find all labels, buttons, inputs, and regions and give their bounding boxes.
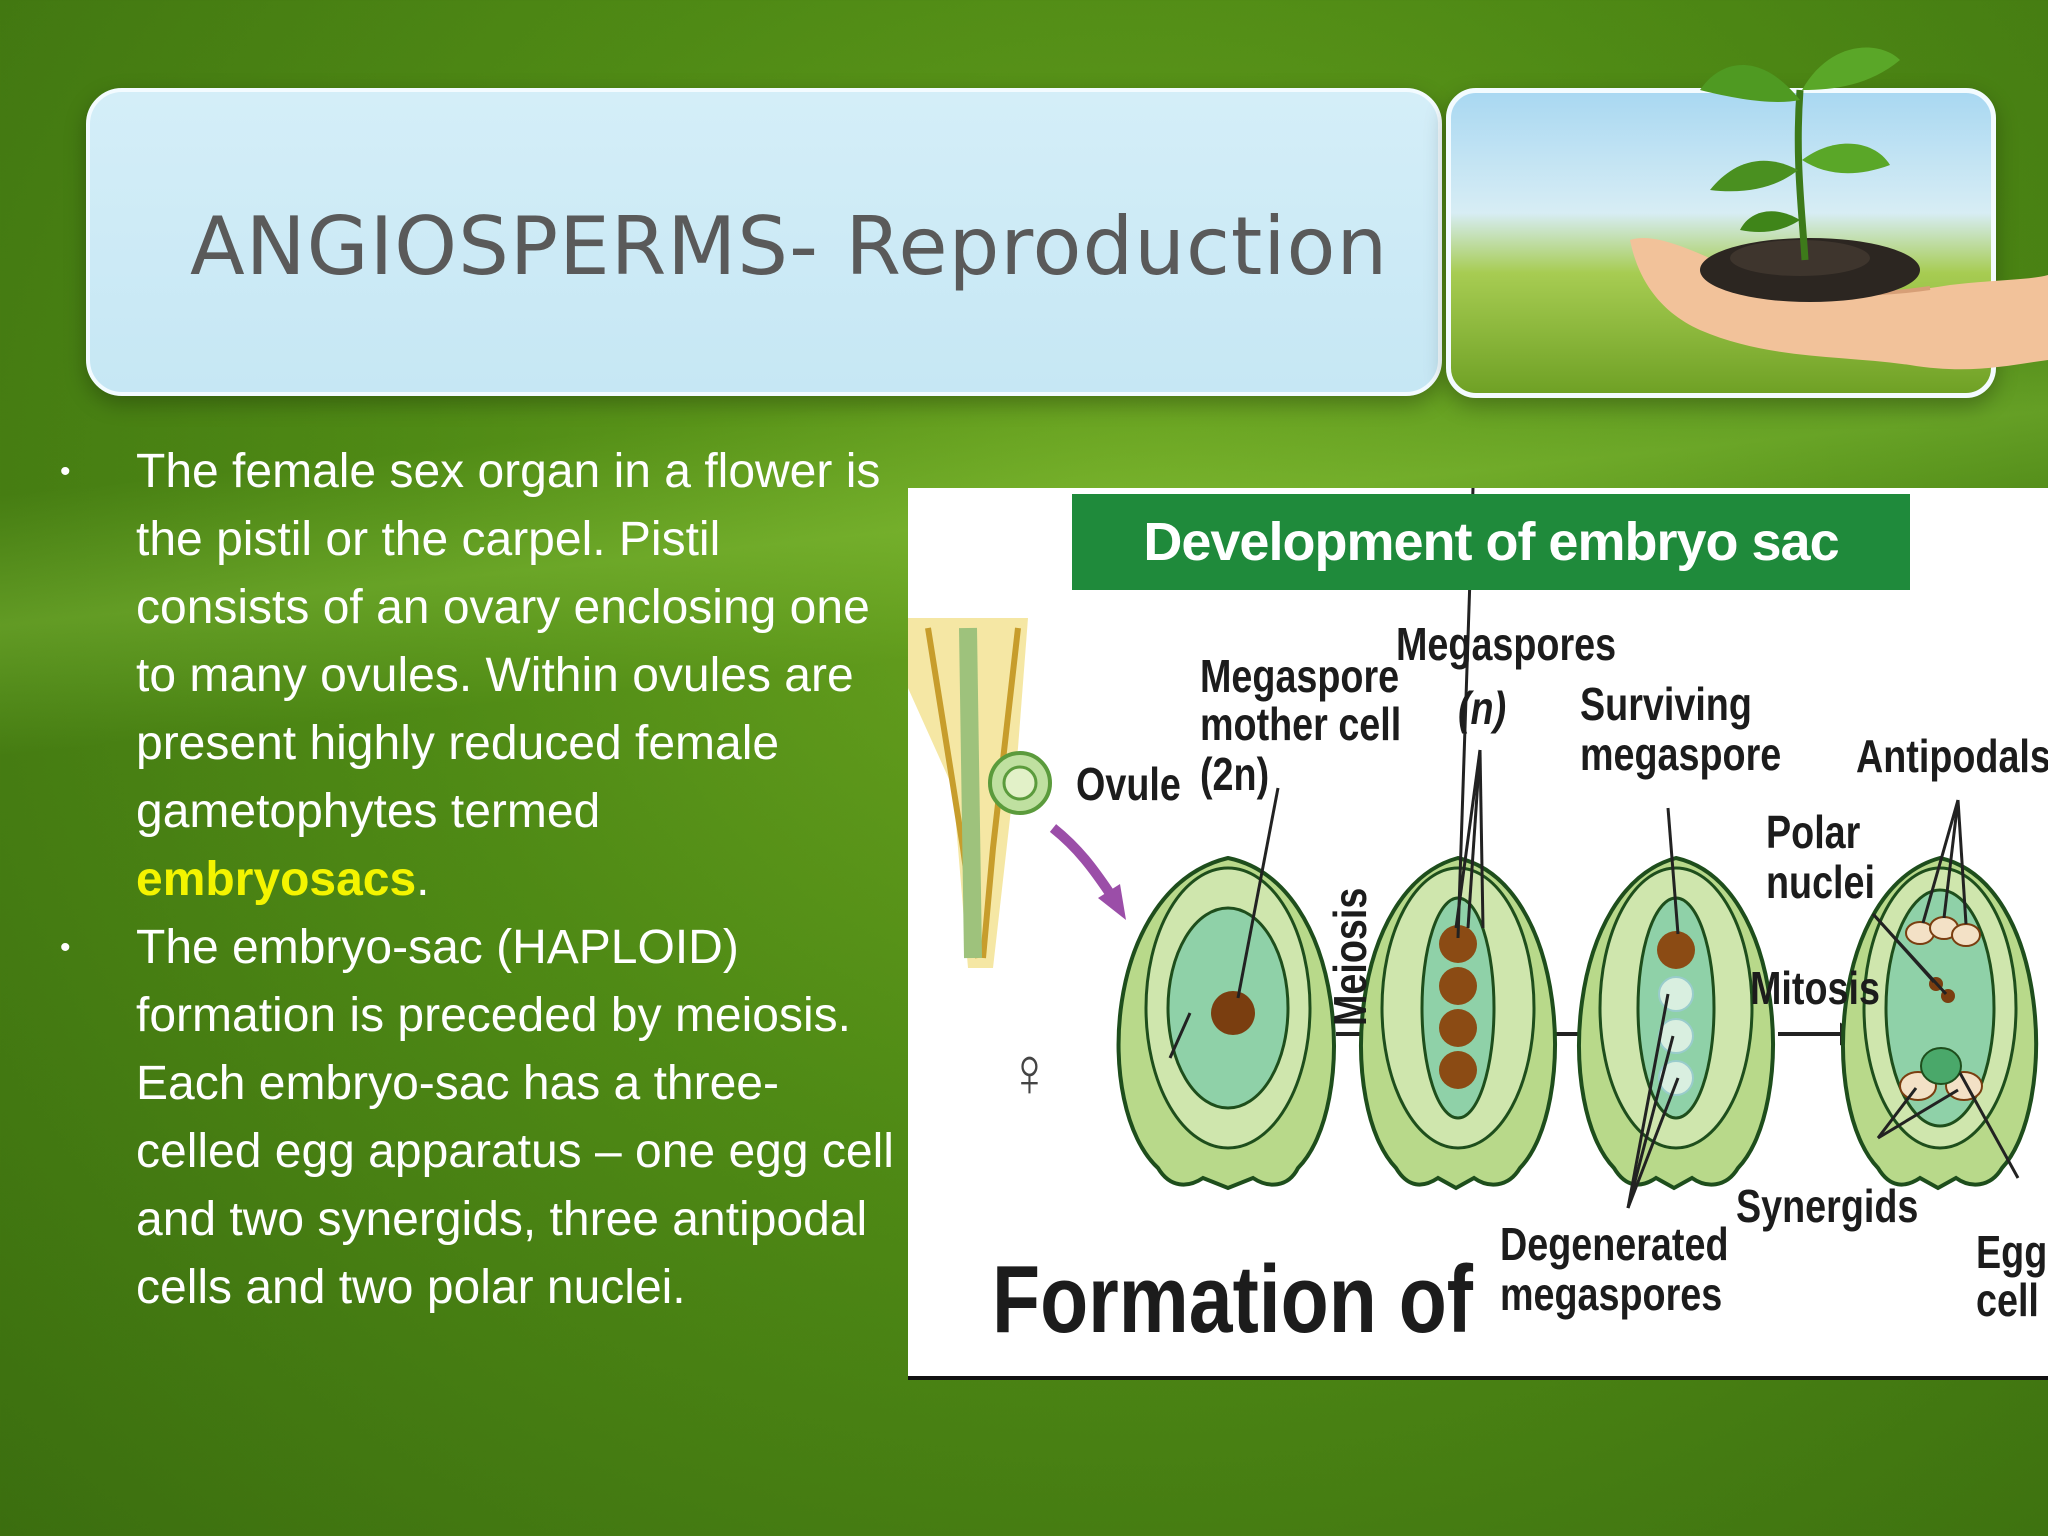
ovule-stage-3 [1577,855,1775,1191]
bullet-text-end: . [416,853,430,906]
seedling-in-hand-image [1630,47,2048,370]
label-formation-of: Formation of [992,1246,1474,1353]
diagram-artwork [908,488,2039,1209]
flower-section [908,618,1126,968]
bullet-text: The embryo-sac (HAPLOID) formation is pr… [136,921,894,1314]
label-cell: cell [1976,1274,2039,1326]
label-ovule: Ovule [1076,758,1181,810]
label-megaspore-2: megaspore [1580,728,1782,780]
ovule-stage-1 [1116,855,1336,1191]
label-2n: (2n) [1200,748,1270,800]
label-megaspores: Megaspores [1396,618,1617,670]
embryo-sac-diagram: Development of embryo sac Megaspore moth… [908,488,2048,1380]
label-polar: Polar [1766,806,1861,858]
ovule-stage-4 [1841,855,2039,1191]
label-antipodals: Antipodals [1856,730,2048,782]
label-degenerated: Degenerated [1500,1218,1729,1270]
bullet-list: • The female sex organ in a flower is th… [56,438,896,1322]
ovule-stage-2 [1359,855,1557,1191]
label-nuclei: nuclei [1766,856,1876,908]
bullet-marker: • [60,931,71,964]
label-mother-cell: mother cell [1200,698,1402,750]
label-degenerated-megaspores: megaspores [1500,1268,1723,1320]
slide-title: ANGIOSPERMS- Reproduction [190,200,1389,293]
label-meiosis: Meiosis [1324,887,1376,1026]
bullet-item: • The embryo-sac (HAPLOID) formation is … [56,914,896,1322]
label-mitosis: Mitosis [1750,962,1880,1014]
label-surviving: Surviving [1580,678,1752,730]
label-egg: Egg [1976,1226,2048,1278]
highlight-term: embryosacs [136,853,417,906]
female-symbol-icon: ♀ [1008,1033,1052,1111]
bullet-item: • The female sex organ in a flower is th… [56,438,896,914]
label-megaspore: Megaspore [1200,650,1400,702]
bullet-text: The female sex organ in a flower is the … [136,445,881,838]
label-n: (n) [1458,682,1507,734]
title-panel [86,88,1442,396]
label-synergids: Synergids [1736,1180,1919,1232]
diagram-header: Development of embryo sac [1072,494,1910,590]
bullet-marker: • [60,455,71,488]
